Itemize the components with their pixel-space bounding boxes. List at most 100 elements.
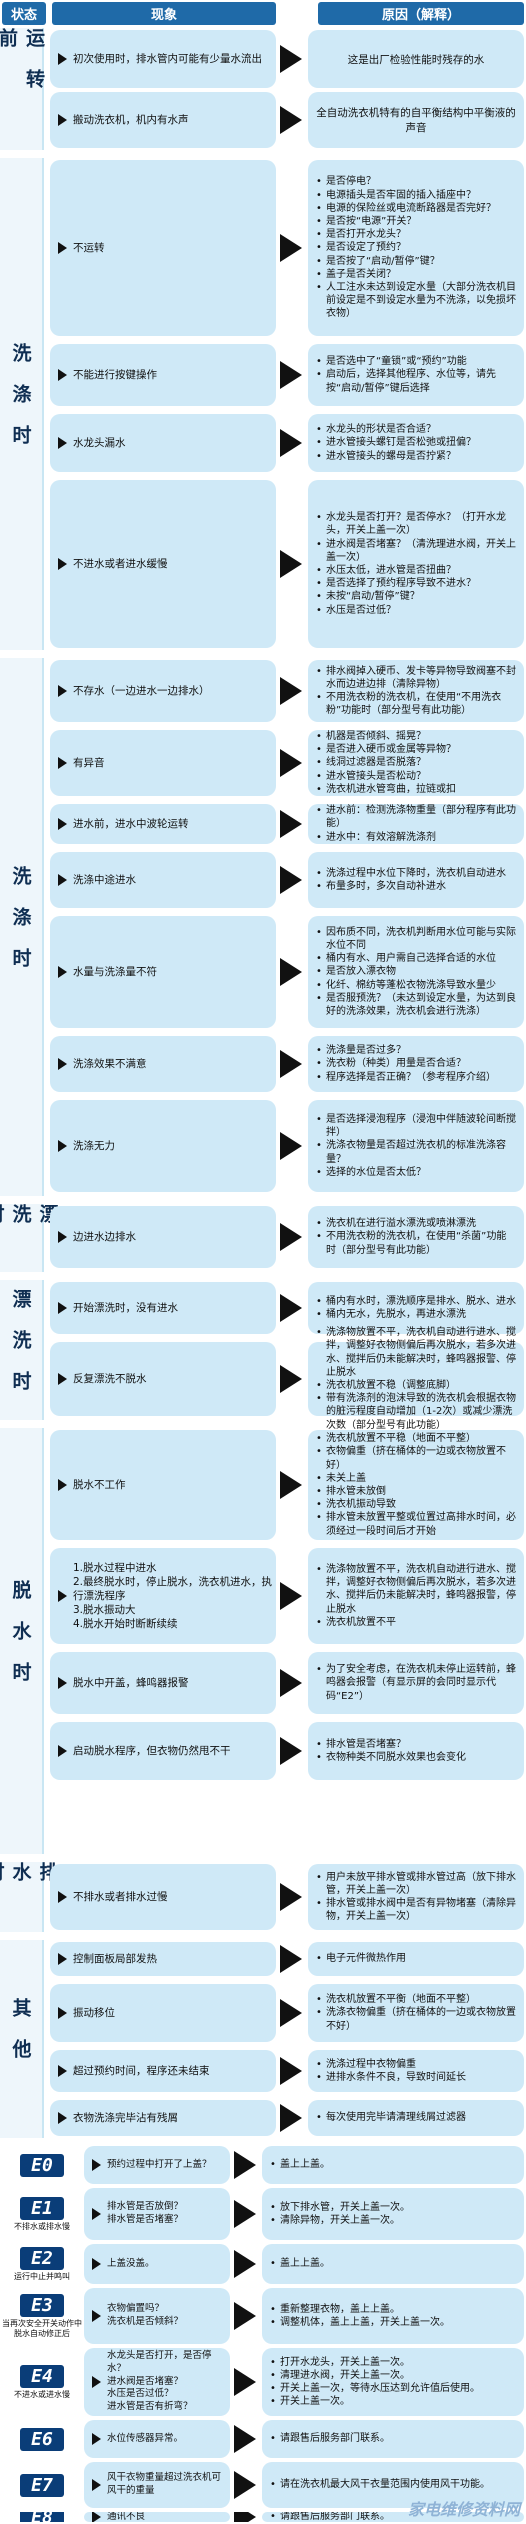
cause-item: 是否停电？	[316, 175, 516, 188]
cause-list: 是否停电？电源插头是否牢固的插入插座中？电源的保险丝或电流断路器是否完好？是否按…	[316, 175, 516, 320]
state-rinsing-2: 漂洗时	[0, 1280, 44, 1420]
big-arrow-icon	[280, 1132, 302, 1160]
cause-item: 不用洗衣粉的洗衣机，在使用“杀菌”功能时（部分型号有此功能）	[316, 1230, 516, 1256]
big-arrow-icon	[280, 1737, 302, 1765]
cause-item: 进水管接头螺钉是否松弛或扭偏？	[316, 436, 516, 449]
arrow-right-icon	[58, 2112, 67, 2124]
cause-item: 是否放入漂衣物	[316, 965, 516, 978]
cause-item: 未按“启动/暂停”键？	[316, 590, 516, 603]
cause-item: 人工注水未达到设定水量（大部分洗衣机目前设定是不到设定水量为不洗涤，以免损坏衣物…	[316, 281, 516, 321]
error-symptom-text: 水位传感器异常。	[107, 2432, 184, 2444]
table-row: 有异音机器是否倾斜、摇晃？是否进入硬币或金属等异物？线洞过滤器是否脱落？进水管接…	[50, 730, 524, 796]
symptom-cell: 水龙头漏水	[50, 414, 276, 472]
big-arrow-icon	[234, 2200, 256, 2228]
error-cause-cell: 请在洗衣机最大风干衣量范围内使用风干功能。	[262, 2462, 524, 2508]
state-washing-1: 洗涤时	[0, 158, 44, 650]
table-row: 不进水或者进水缓慢水龙头是否打开？是否停水？（打开水龙头，开关上盖一次）进水阀是…	[50, 480, 524, 648]
cause-item: 调整机体，盖上上盖，开关上盖一次。	[270, 2316, 516, 2329]
cause-cell: 排水管是否堵塞？衣物种类不同脱水效果也会变化	[308, 1722, 524, 1780]
cause-list: 桶内有水时，漂洗顺序是排水、脱水、进水桶内无水，先脱水，再进水漂洗	[316, 1295, 516, 1322]
table-row: 洗涤中途进水洗涤过程中水位下降时，洗衣机自动进水布量多时，多次自动补进水	[50, 852, 524, 908]
symptom-text: 控制面板局部发热	[73, 1952, 157, 1965]
cause-list: 洗涤物放置不平，洗衣机自动进行进水、搅拌，调整好衣物侧偏后再次脱水，若多次进水、…	[316, 1563, 516, 1629]
cause-item: 是否设定了预约？	[316, 241, 516, 254]
header-state: 状态	[2, 2, 46, 25]
symptom-text: 1.脱水过程中进水 2.最终脱水时，停止脱水，洗衣机进水，执行漂洗程序 3.脱水…	[73, 1561, 273, 1631]
cause-list: 盖上上盖。	[270, 2158, 516, 2171]
symptom-text: 衣物洗涤完毕沾有残屑	[73, 2111, 178, 2124]
cause-item: 进水管接头是否松动？	[316, 770, 516, 783]
symptom-text: 水龙头漏水	[73, 436, 126, 449]
cause-item: 盖上上盖。	[270, 2158, 516, 2171]
cause-item: 洗涤过程中衣物偏重	[316, 2058, 516, 2071]
header-cause: 原因（解释）	[318, 2, 524, 25]
cause-cell: 水龙头的形状是否合适？进水管接头螺钉是否松弛或扭偏？进水管接头的螺母是否拧紧？	[308, 414, 524, 472]
cause-item: 洗衣机放置不稳（调整底脚）	[316, 1379, 516, 1392]
cause-list: 用户未放平排水管或排水管过高（放下排水管，开关上盖一次）排水管或排水阀中是否有异…	[316, 1871, 516, 1924]
cause-item: 是否进入硬币或金属等异物？	[316, 743, 516, 756]
cause-cell: 全自动洗衣机特有的自平衡结构中平衡液的声音	[308, 92, 524, 148]
arrow-right-icon	[92, 2479, 101, 2491]
cause-item: 是否打开水龙头？	[316, 228, 516, 241]
cause-item: 水龙头的形状是否合适？	[316, 423, 516, 436]
big-arrow-icon	[280, 429, 302, 457]
error-code: E0	[20, 2153, 64, 2177]
header-symptom: 现象	[52, 2, 276, 25]
error-cause-cell: 重新整理衣物，盖上上盖。调整机体，盖上上盖，开关上盖一次。	[262, 2288, 524, 2344]
cause-item: 进水前：检测洗涤物重量（部分程序有此功能）	[316, 804, 516, 830]
symptom-text: 不进水或者进水缓慢	[73, 557, 168, 570]
cause-item: 请跟售后服务部门联系。	[270, 2512, 516, 2522]
big-arrow-icon	[280, 234, 302, 262]
table-row: 水龙头漏水 水龙头的形状是否合适？进水管接头螺钉是否松弛或扭偏？进水管接头的螺母是…	[50, 414, 524, 472]
cause-item: 布量多时，多次自动补进水	[316, 880, 516, 893]
symptom-cell: 有异音	[50, 730, 276, 796]
state-drain: 排水时	[0, 1862, 59, 1932]
symptom-cell: 开始漂洗时，没有进水	[50, 1282, 276, 1334]
big-arrow-icon	[280, 106, 302, 134]
big-arrow-icon	[280, 810, 302, 838]
cause-item: 洗涤衣物偏重（挤在桶体的一边或衣物放置不好）	[316, 2006, 516, 2032]
arrow-right-icon	[92, 2376, 101, 2388]
cause-item: 排水管或排水阀中是否有异物堵塞（清除异物，开关上盖一次）	[316, 1897, 516, 1923]
cause-item: 是否选择浸泡程序（浸泡中伴随波轮间断搅拌）	[316, 1113, 516, 1139]
cause-item: 不用洗衣粉的洗衣机，在使用“不用洗衣粉”功能时（部分型号有此功能）	[316, 691, 516, 717]
symptom-text: 脱水不工作	[73, 1478, 126, 1491]
cause-item: 盖上上盖。	[270, 2257, 516, 2270]
big-arrow-icon	[280, 1582, 302, 1610]
table-row: 边进水边排水 洗衣机在进行溢水漂洗或喷淋漂洗不用洗衣粉的洗衣机，在使用“杀菌”功能…	[50, 1206, 524, 1268]
cause-item: 开关上盖一次。	[270, 2395, 516, 2408]
table-row: 衣物洗涤完毕沾有残屑每次使用完毕请清理线屑过滤器	[50, 2100, 524, 2136]
cause-text: 这是出厂检验性能时残存的水	[347, 53, 485, 66]
cause-cell: 洗衣机在进行溢水漂洗或喷淋漂洗不用洗衣粉的洗衣机，在使用“杀菌”功能时（部分型号…	[308, 1206, 524, 1268]
error-code-box: E7	[2, 2462, 82, 2508]
cause-list: 放下排水管，开关上盖一次。清除异物，开关上盖一次。	[270, 2201, 516, 2228]
cause-list: 洗涤量是否过多？洗衣粉（种类）用量是否合适？程序选择是否正确？（参考程序介绍）	[316, 1044, 516, 1084]
state-before-run: 运转前	[0, 28, 45, 150]
cause-list: 机器是否倾斜、摇晃？是否进入硬币或金属等异物？线洞过滤器是否脱落？进水管接头是否…	[316, 730, 516, 796]
error-code-row: E8通讯不良请跟售后服务部门联系。	[2, 2512, 524, 2522]
cause-item: 桶内有水时，漂洗顺序是排水、脱水、进水	[316, 1295, 516, 1308]
symptom-text: 边进水边排水	[73, 1230, 136, 1243]
cause-item: 排水管是否堵塞？	[316, 1738, 516, 1751]
symptom-text: 脱水中开盖，蜂鸣器报警	[73, 1676, 189, 1689]
cause-item: 请在洗衣机最大风干衣量范围内使用风干功能。	[270, 2478, 516, 2491]
big-arrow-icon	[280, 1223, 302, 1251]
watermark: 家电维修资料网	[407, 2500, 520, 2519]
state-spin: 脱水时	[0, 1428, 44, 1854]
cause-list: 为了安全考虑，在洗衣机未停止运转前，蜂鸣器会报警（有显示屏的会同时显示代码“E2…	[316, 1663, 516, 1703]
arrow-right-icon	[58, 1302, 67, 1314]
symptom-cell: 搬动洗衣机，机内有水声	[50, 92, 276, 148]
error-code: E1	[20, 2196, 64, 2220]
error-symptom-text: 上盖没盖。	[107, 2257, 155, 2269]
cause-item: 重新整理衣物，盖上上盖。	[270, 2303, 516, 2316]
cause-item: 衣物偏重（挤在桶体的一边或衣物放置不好）	[316, 1445, 516, 1471]
cause-item: 放下排水管，开关上盖一次。	[270, 2201, 516, 2214]
table-row: 不存水（一边进水一边排水）排水阀掉入硬币、发卡等异物导致阀塞不封水而边进边排（清…	[50, 660, 524, 722]
cause-item: 是否选择了预约程序导致不进水？	[316, 577, 516, 590]
big-arrow-icon	[234, 2151, 256, 2179]
error-symptom-cell: 衣物偏置吗？ 洗衣机是否倾斜？	[84, 2288, 230, 2344]
